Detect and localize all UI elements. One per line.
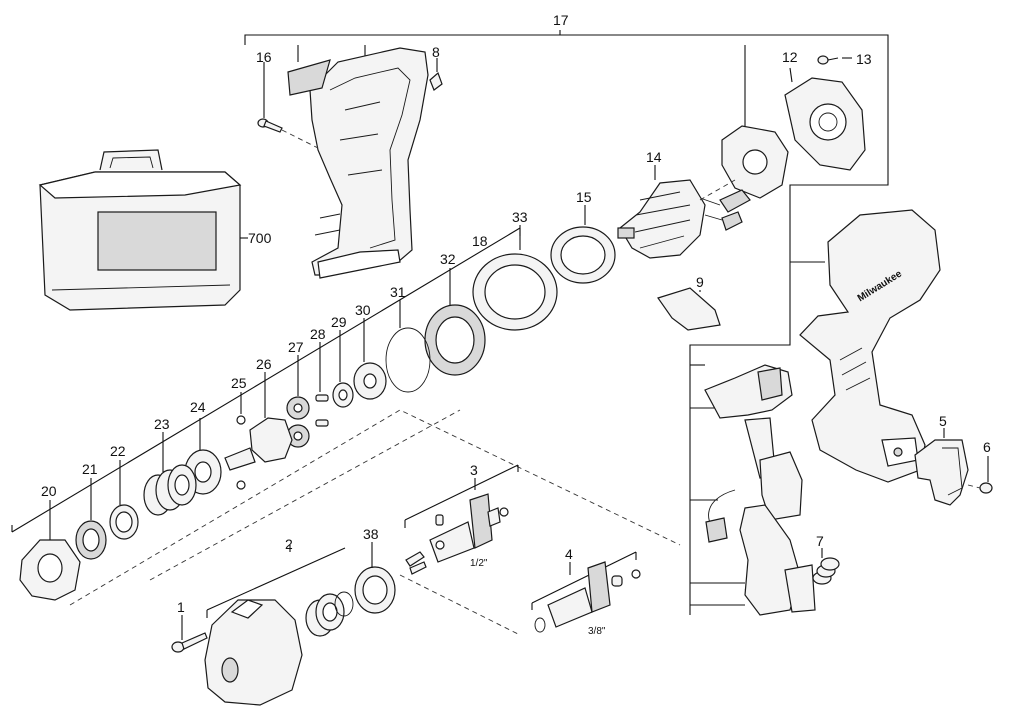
label-16: 16: [256, 49, 272, 65]
label-12: 12: [782, 49, 798, 65]
label-17: 17: [553, 12, 569, 28]
label-25: 25: [231, 375, 247, 391]
label-21: 21: [82, 461, 98, 477]
label-13: 13: [856, 51, 872, 67]
pin-8[interactable]: [429, 58, 443, 91]
steel-balls-25[interactable]: [236, 392, 246, 490]
anvil-half-inch-3[interactable]: [404, 464, 519, 575]
spring-7[interactable]: [812, 548, 840, 585]
label-9: 9: [696, 274, 704, 290]
label-31: 31: [390, 284, 406, 300]
washer-30[interactable]: [353, 318, 387, 400]
planet-gears-27[interactable]: [286, 355, 310, 448]
size-label-half-inch: 1/2": [470, 558, 488, 569]
part-labels: 17 16 8 12 13 14 15 33 18 700 32 9 31 30…: [41, 12, 991, 637]
label-24: 24: [190, 399, 206, 415]
o-ring[interactable]: [334, 591, 354, 617]
washer-22[interactable]: [109, 460, 139, 540]
label-32: 32: [440, 251, 456, 267]
brush-plate[interactable]: [699, 125, 789, 231]
washer-38[interactable]: [354, 542, 396, 614]
label-6: 6: [983, 439, 991, 455]
label-38: 38: [363, 526, 379, 542]
bushing[interactable]: [305, 593, 345, 637]
bearing-21[interactable]: [75, 478, 107, 560]
label-7: 7: [816, 533, 824, 549]
label-3: 3: [470, 462, 478, 478]
label-14: 14: [646, 149, 662, 165]
label-5: 5: [939, 413, 947, 429]
label-1: 1: [177, 599, 185, 615]
label-4: 4: [565, 546, 573, 562]
magnet-ring-15[interactable]: [550, 205, 616, 284]
screw-1[interactable]: [171, 615, 208, 653]
screw-16[interactable]: [257, 62, 319, 149]
label-700: 700: [248, 230, 272, 246]
label-30: 30: [355, 302, 371, 318]
label-23: 23: [154, 416, 170, 432]
label-18: 18: [472, 233, 488, 249]
spindle-carrier-26[interactable]: [224, 372, 293, 471]
spring-23[interactable]: [143, 432, 197, 516]
label-26: 26: [256, 356, 272, 372]
housing-shell-right[interactable]: Milwaukee: [799, 209, 941, 483]
assembly-17-bracket: [244, 30, 889, 615]
ring-gear-33[interactable]: [472, 225, 558, 331]
belt-hook-5[interactable]: [914, 428, 969, 506]
label-20: 20: [41, 483, 57, 499]
gear-case-2[interactable]: [204, 545, 346, 706]
screw-6[interactable]: [967, 456, 993, 494]
size-label-three-eighths-inch: 3/8": [588, 626, 606, 637]
label-27: 27: [288, 339, 304, 355]
belt-clip-9[interactable]: [657, 287, 721, 331]
pins-28[interactable]: [315, 342, 329, 427]
label-2: 2: [285, 536, 293, 552]
motor-armature[interactable]: [617, 165, 736, 259]
label-28: 28: [310, 326, 326, 342]
retaining-ring-31[interactable]: [385, 300, 431, 393]
gear-housing-32[interactable]: [424, 268, 486, 376]
exploded-axis-dashes: [69, 409, 681, 636]
label-29: 29: [331, 314, 347, 330]
anvil-three-eighths-inch-4[interactable]: [531, 551, 641, 633]
anvil-20[interactable]: [19, 500, 81, 601]
label-33: 33: [512, 209, 528, 225]
screw-13[interactable]: [817, 55, 852, 65]
washer-29[interactable]: [332, 330, 354, 408]
label-15: 15: [576, 189, 592, 205]
motor-end-cap[interactable]: [784, 67, 866, 171]
carry-case[interactable]: [38, 149, 248, 311]
assembly-18-bracket: [11, 227, 521, 533]
control-pcb-and-wires[interactable]: [705, 451, 816, 616]
label-8: 8: [432, 44, 440, 60]
label-22: 22: [110, 443, 126, 459]
housing-shell-left[interactable]: [287, 47, 429, 279]
